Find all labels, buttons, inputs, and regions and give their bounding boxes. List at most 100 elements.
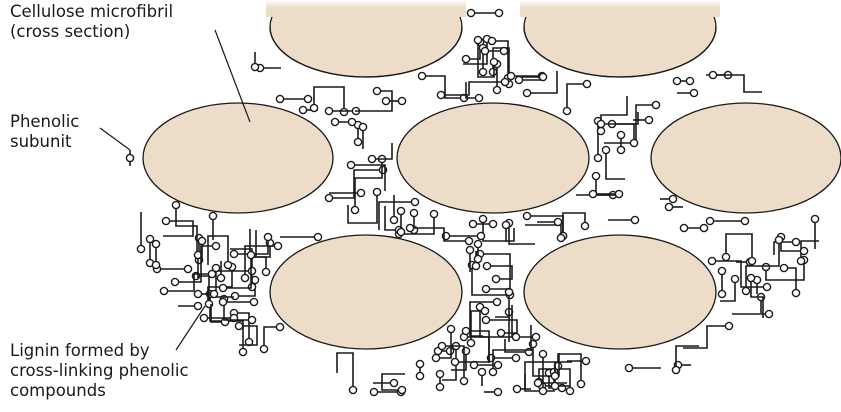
- lignin-chain: [164, 273, 212, 292]
- phenolic-subunit-ring: [417, 71, 427, 81]
- phenolic-subunit-ring: [779, 263, 789, 273]
- lignin-chain: [329, 169, 383, 199]
- lignin-chain: [372, 143, 393, 160]
- phenolic-subunit-ring: [353, 137, 363, 147]
- phenolic-subunit-ring: [705, 216, 715, 226]
- phenolic-leader-line: [99, 127, 131, 151]
- phenolic-subunit-ring: [461, 54, 471, 64]
- phenolic-subunit-ring: [616, 145, 626, 155]
- lignin-chain: [442, 345, 465, 381]
- phenolic-subunit-ring: [464, 236, 474, 246]
- phenolic-subunit-ring: [409, 208, 419, 218]
- phenolic-subunit-ring: [476, 231, 486, 241]
- lignin-chain: [210, 304, 225, 323]
- phenolic-subunit-ring: [717, 266, 727, 276]
- phenolic-subunit-ring: [459, 376, 469, 386]
- lignin-label-line-1: Lignin formed by: [10, 341, 150, 360]
- phenolic-subunit-ring: [746, 273, 756, 283]
- phenolic-subunit-ring: [576, 379, 586, 389]
- phenolic-subunit-ring: [514, 75, 524, 85]
- phenolic-subunit-ring: [465, 245, 475, 255]
- phenolic-subunit-ring: [506, 71, 516, 81]
- lignin-chain: [482, 219, 515, 242]
- lignin-chain: [465, 82, 479, 99]
- labeled-phenolic-subunit: [125, 150, 135, 166]
- phenolic-subunit-ring: [473, 35, 483, 45]
- phenolic-subunit-ring: [247, 315, 257, 325]
- phenolic-subunit-ring: [488, 67, 498, 77]
- phenolic-subunit-ring: [651, 100, 661, 110]
- phenolic-subunit-ring: [389, 215, 399, 225]
- phenolic-subunit-ring: [724, 321, 734, 331]
- lignin-chain: [384, 206, 399, 231]
- phenolic-subunit-ring: [381, 96, 391, 106]
- phenolic-subunit-ring: [685, 76, 695, 86]
- lignin-chain: [470, 310, 485, 343]
- phenolic-subunit-ring: [367, 154, 377, 164]
- phenolic-subunit-ring: [672, 76, 682, 86]
- lignin-chain: [436, 329, 452, 359]
- lignin-chain: [601, 123, 635, 143]
- cellulose-label-line-2: (cross section): [10, 22, 131, 41]
- phenolic-subunit-ring: [415, 359, 425, 369]
- phenolic-subunit-ring: [538, 349, 548, 359]
- phenolic-subunit-ring: [493, 387, 503, 397]
- lignin-chain: [234, 312, 250, 342]
- phenolic-subunit-ring: [369, 387, 379, 397]
- phenolic-subunit-ring: [197, 236, 207, 246]
- phenolic-subunit-ring: [741, 286, 751, 296]
- lignin-chain: [239, 325, 258, 346]
- phenolic-subunit-ring: [478, 214, 488, 224]
- lignin-chain: [527, 215, 564, 236]
- cellulose-microfibril-4: [269, 234, 463, 350]
- phenolic-subunit-ring: [223, 260, 233, 270]
- lignin-chain: [399, 214, 435, 235]
- leader-lines: [99, 29, 251, 351]
- lignin-chain: [223, 255, 252, 289]
- phenolic-subunit-ring: [492, 85, 502, 95]
- lignin-chain: [566, 83, 587, 111]
- phenolic-subunit-ring: [522, 211, 532, 221]
- lignin-chain: [163, 220, 194, 237]
- phenolic-subunit-ring: [151, 260, 161, 270]
- phenolic-subunit-ring: [601, 145, 611, 155]
- cellulose-label-line-1: Cellulose microfibril: [10, 2, 174, 21]
- lignin-chain: [720, 279, 736, 302]
- lignin-chain: [504, 339, 529, 353]
- phenolic-subunit-ring: [471, 261, 481, 271]
- phenolic-subunit-ring: [499, 46, 509, 56]
- phenolic-subunit-ring: [473, 239, 483, 249]
- phenolic-subunit-ring: [199, 313, 209, 323]
- phenolic-subunit-ring: [275, 322, 285, 332]
- lignin-label: Lignin formed by cross-linking phenolic …: [10, 341, 189, 401]
- phenolic-subunit-ring: [209, 289, 219, 299]
- lignin-chain: [495, 292, 510, 318]
- phenolic-subunit-ring: [193, 301, 203, 311]
- phenolic-subunit-ring: [488, 219, 498, 229]
- lignin-chain: [675, 345, 699, 370]
- phenolic-subunit-ring: [477, 367, 487, 377]
- lignin-chain: [471, 265, 510, 296]
- lignin-label-line-2: cross-linking phenolic: [10, 361, 189, 380]
- phenolic-subunit-ring: [324, 193, 334, 203]
- phenolic-subunit-ring: [396, 206, 406, 216]
- phenolic-subunit-ring: [629, 138, 639, 148]
- lignin-chain: [442, 346, 457, 381]
- phenolic-subunit-ring: [234, 321, 244, 331]
- phenolic-subunit-ring: [436, 90, 446, 100]
- lignin-chain: [527, 71, 558, 94]
- lignin-chain: [422, 75, 464, 99]
- phenolic-subunit-ring: [250, 62, 260, 72]
- lignin-chain: [532, 344, 560, 377]
- microfibril-fade-mask: [266, 0, 466, 17]
- phenolic-subunit-ring: [511, 332, 521, 342]
- lignin-chain: [455, 330, 490, 363]
- phenolic-subunit-ring: [348, 385, 358, 395]
- phenolic-subunit-ring: [591, 171, 601, 181]
- lignin-chain: [378, 201, 415, 230]
- lignin-chain: [469, 301, 497, 337]
- phenolic-subunit-ring: [596, 119, 606, 129]
- phenolic-subunit-ring: [249, 297, 259, 307]
- lignin-chain: [557, 353, 582, 384]
